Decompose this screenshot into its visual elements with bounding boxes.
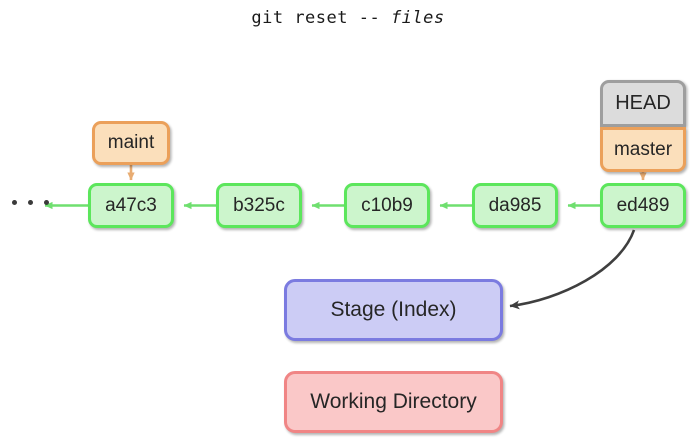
commit-node-da985[interactable]: da985 <box>472 183 558 228</box>
head-label-text: HEAD <box>615 92 671 114</box>
commit-id: ed489 <box>616 194 670 216</box>
working-directory-label: Working Directory <box>310 390 477 413</box>
stage-index-box[interactable]: Stage (Index) <box>284 279 503 341</box>
commit-node-ed489[interactable]: ed489 <box>600 183 686 228</box>
branch-pointer-arrows <box>127 165 647 181</box>
ellipsis-dot <box>28 200 33 205</box>
diagram-title: git reset -- files <box>0 8 696 28</box>
ellipsis-dot <box>12 200 17 205</box>
title-command: git reset -- <box>251 8 391 28</box>
branch-label-master-text: master <box>613 138 673 160</box>
reset-curved-arrow <box>509 229 636 310</box>
head-label[interactable]: HEAD <box>600 80 686 127</box>
working-directory-box[interactable]: Working Directory <box>284 371 503 433</box>
branch-label-maint-text: maint <box>107 132 155 153</box>
ellipsis-dot <box>44 200 49 205</box>
commit-id: da985 <box>488 194 542 216</box>
commit-node-c10b9[interactable]: c10b9 <box>344 183 430 228</box>
commit-id: a47c3 <box>105 194 157 216</box>
branch-label-maint[interactable]: maint <box>92 121 170 165</box>
title-argument: files <box>390 8 445 28</box>
commit-id: b325c <box>233 194 285 216</box>
commit-id: c10b9 <box>361 194 413 216</box>
branch-label-master[interactable]: master <box>600 127 686 172</box>
stage-index-label: Stage (Index) <box>330 298 457 321</box>
history-ellipsis <box>12 200 49 205</box>
commit-node-b325c[interactable]: b325c <box>216 183 302 228</box>
commit-node-a47c3[interactable]: a47c3 <box>88 183 174 228</box>
